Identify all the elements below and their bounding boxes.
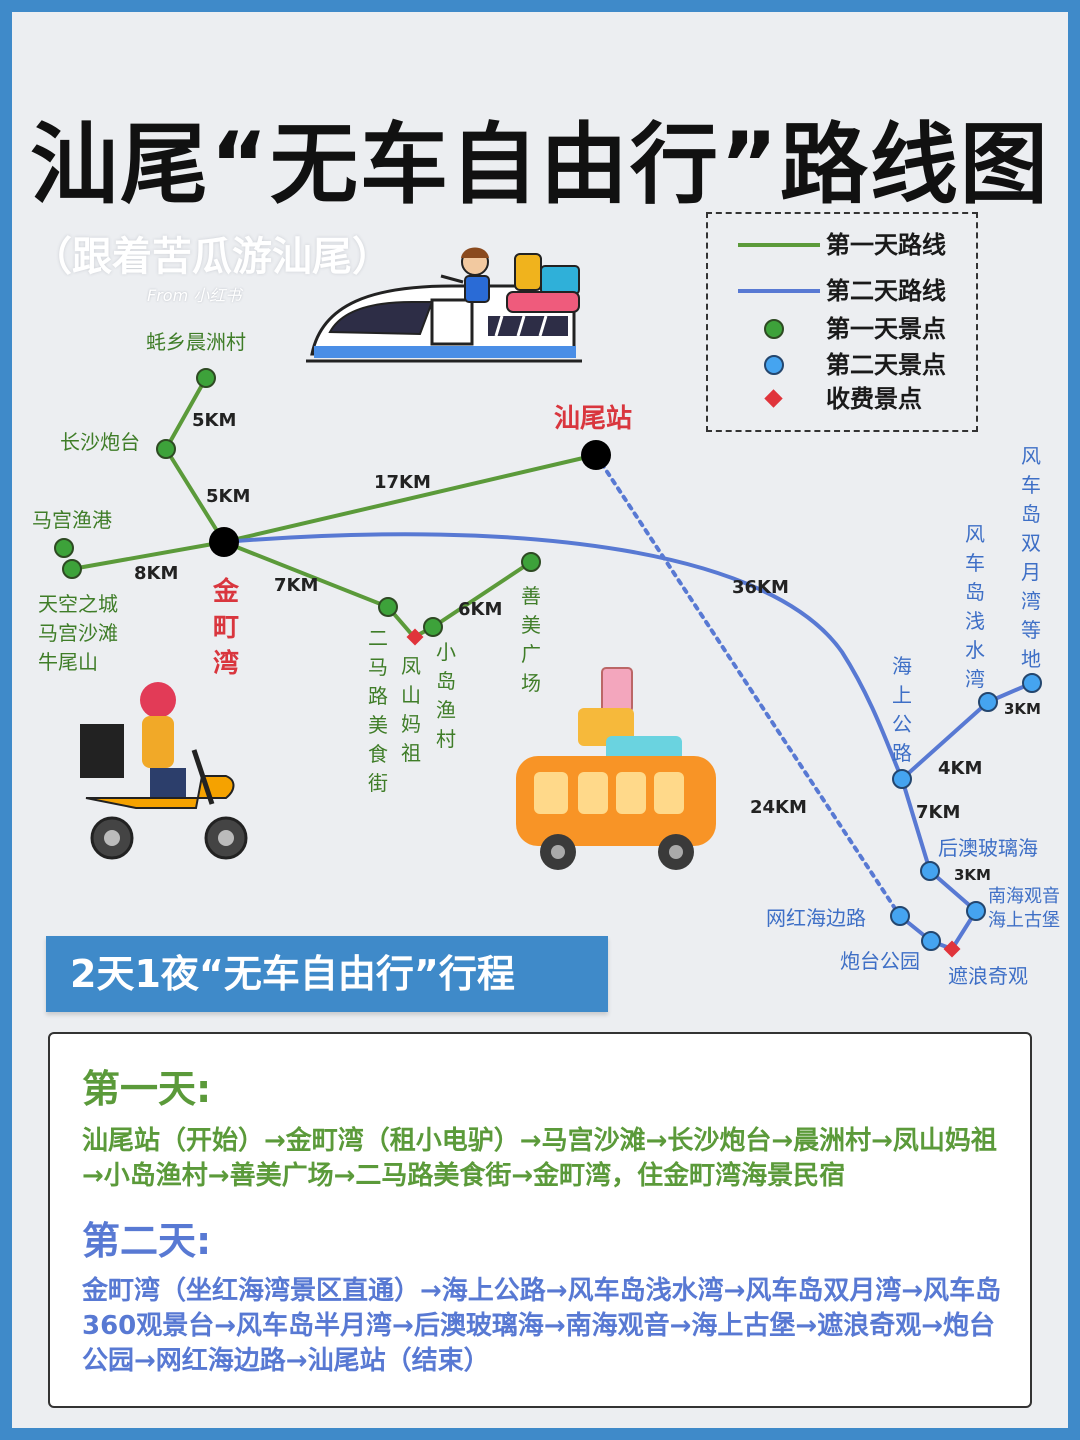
- label-fengche-double: 风车岛双月湾等地: [1021, 444, 1041, 671]
- page-title: 汕尾“无车自由行”路线图: [30, 113, 1050, 216]
- label-haoxiang: 蚝乡晨洲村: [146, 330, 246, 354]
- legend-day1-spot: 第一天景点: [708, 312, 976, 346]
- route-day1-line: [222, 540, 390, 609]
- legend-label: 第二天景点: [826, 351, 946, 379]
- legend-day2-spot: 第二天景点: [708, 348, 976, 382]
- spot-ermalu: [378, 597, 398, 617]
- spot-shanmei: [521, 552, 541, 572]
- legend-label: 第一天景点: [826, 315, 946, 343]
- label-tiankong: 天空之城: [38, 592, 118, 616]
- distance-label: 17KM: [374, 472, 431, 493]
- itinerary-banner: 2天1夜“无车自由行”行程: [46, 936, 608, 1012]
- distance-label: 36KM: [732, 577, 789, 598]
- day1-title: 第一天:: [82, 1067, 212, 1111]
- distance-label: 3KM: [954, 866, 991, 884]
- legend-paid-spot: 收费景点: [708, 382, 976, 416]
- watermark-source: From 小红书: [147, 286, 242, 305]
- route-day2-line: [222, 532, 904, 781]
- distance-label: 6KM: [458, 599, 503, 620]
- label-zhelang: 遮浪奇观: [948, 964, 1028, 988]
- distance-label: 24KM: [750, 797, 807, 818]
- watermark-text: （跟着苦瓜游汕尾）: [32, 234, 392, 280]
- distance-label: 3KM: [1004, 700, 1041, 718]
- spot-xiaodao: [423, 617, 443, 637]
- spot-nanhai: [966, 901, 986, 921]
- label-xiaodao: 小岛渔村: [436, 640, 456, 751]
- spot-fengche-double: [1022, 673, 1042, 693]
- station-label: 汕尾站: [554, 404, 633, 434]
- label-fengche-shallow: 风车岛浅水湾: [965, 522, 985, 691]
- hub-jintingwan: [209, 527, 239, 557]
- label-nanhai: 南海观音: [988, 886, 1060, 907]
- green-dot-swatch: [764, 319, 784, 339]
- distance-label: 4KM: [938, 758, 983, 779]
- day1-text: 汕尾站（开始）→金町湾（租小电驴）→马宫沙滩→长沙炮台→晨洲村→凤山妈祖→小岛渔…: [82, 1126, 997, 1191]
- label-niuweishan: 牛尾山: [38, 650, 98, 674]
- route-day2-line: [928, 869, 978, 913]
- legend-day1-route: 第一天路线: [708, 228, 976, 262]
- jintingwan-label: 金町湾: [212, 577, 239, 679]
- spot-fengche-shallow: [978, 692, 998, 712]
- label-shanmei: 善美广场: [521, 584, 541, 695]
- distance-label: 7KM: [916, 802, 961, 823]
- spot-haishang: [892, 769, 912, 789]
- label-haishang: 海上公路: [892, 654, 912, 765]
- label-fengshan: 凤山妈祖: [401, 654, 421, 765]
- route-day1-line: [164, 447, 226, 544]
- label-magong-beach: 马宫沙滩: [38, 621, 118, 645]
- spot-magong-beach: [62, 559, 82, 579]
- route-map-poster: 汕尾“无车自由行”路线图 （跟着苦瓜游汕尾） From 小红书: [12, 12, 1068, 1428]
- spot-changsha: [156, 439, 176, 459]
- legend-label: 第二天路线: [826, 277, 946, 305]
- legend-label: 收费景点: [826, 385, 922, 413]
- delivery-scooter-illustration: [80, 682, 248, 860]
- legend-day2-route: 第二天路线: [708, 274, 976, 308]
- tour-bus-illustration: [516, 667, 716, 870]
- label-magong-harbor: 马宫渔港: [32, 508, 112, 532]
- blue-line-swatch: [738, 289, 820, 293]
- spot-houao: [920, 861, 940, 881]
- distance-label: 7KM: [274, 575, 319, 596]
- green-line-swatch: [738, 243, 820, 247]
- distance-label: 8KM: [134, 563, 179, 584]
- label-wanghong: 网红海边路: [766, 906, 866, 930]
- label-changsha: 长沙炮台: [60, 430, 140, 454]
- day2-title: 第二天:: [82, 1219, 212, 1263]
- distance-label: 5KM: [206, 486, 251, 507]
- label-gubao: 海上古堡: [988, 910, 1060, 931]
- route-day2-line: [900, 700, 990, 781]
- blue-dot-swatch: [764, 355, 784, 375]
- hub-station: [581, 440, 611, 470]
- label-houao: 后澳玻璃海: [938, 836, 1038, 860]
- spot-wanghong: [890, 906, 910, 926]
- label-paotai: 炮台公园: [840, 949, 920, 973]
- distance-label: 5KM: [192, 410, 237, 431]
- paid-spot-zhelang: [943, 940, 961, 958]
- route-day2-line: [900, 777, 932, 873]
- legend-label: 第一天路线: [826, 231, 946, 259]
- route-day1-line: [70, 540, 226, 571]
- day2-text: 金町湾（坐红海湾景区直通）→海上公路→风车岛浅水湾→风车岛双月湾→风车岛360观…: [82, 1276, 1002, 1376]
- paid-spot-fengshan: [406, 628, 424, 646]
- label-ermalu: 二马路美食街: [368, 626, 388, 795]
- traveler-luggage-illustration: [440, 247, 580, 313]
- map-legend: 第一天路线 第二天路线 第一天景点 第二天景点 收费景点: [706, 212, 978, 432]
- route-map-svg: [54, 368, 1042, 958]
- spot-magong-harbor: [54, 538, 74, 558]
- route-day1-line: [431, 560, 533, 629]
- spot-paotai: [921, 931, 941, 951]
- route-day1-line: [164, 376, 208, 451]
- route-day1-line: [222, 453, 598, 544]
- red-diamond-swatch: [764, 389, 783, 408]
- spot-haoxiang: [196, 368, 216, 388]
- route-day2-return-dotted: [594, 453, 902, 918]
- itinerary-box: 第一天: 汕尾站（开始）→金町湾（租小电驴）→马宫沙滩→长沙炮台→晨洲村→凤山妈…: [48, 1032, 1032, 1408]
